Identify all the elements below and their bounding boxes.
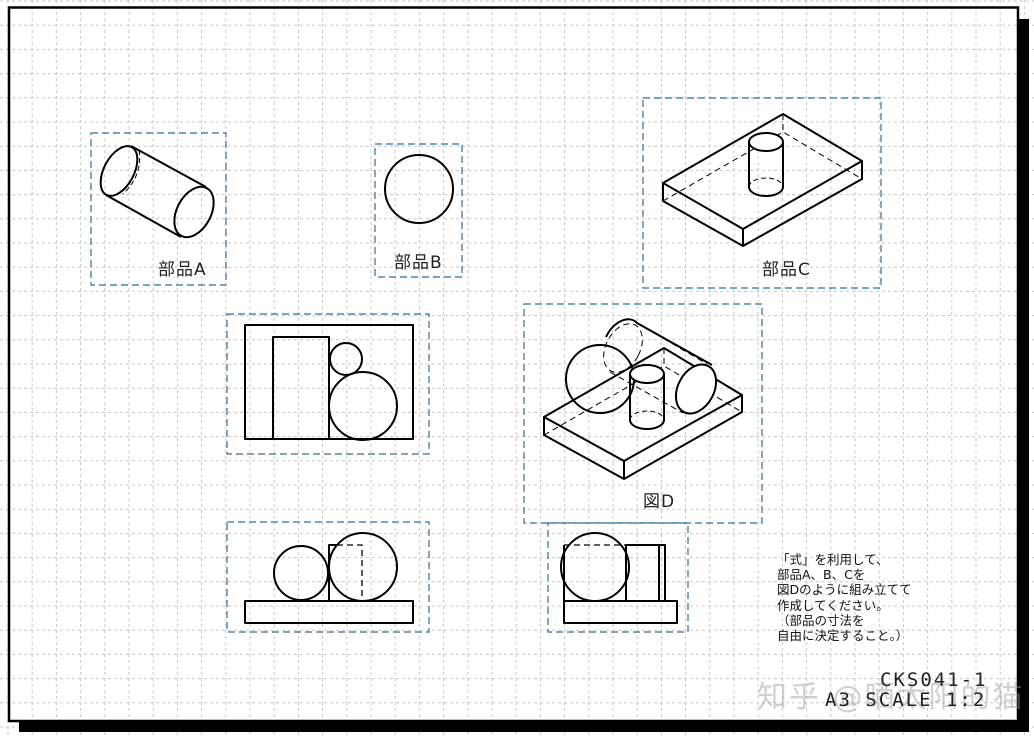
frame-side-view <box>547 522 689 633</box>
part-c-plate-cylinder <box>662 113 863 247</box>
frame-front-view <box>226 521 430 633</box>
instruction-note: 「式」を利用して、部品A、B、Cを図Dのように組み立てて作成してください。（部品… <box>777 552 912 643</box>
label-part-b: 部品B <box>394 253 443 273</box>
instruction-line: 「式」を利用して、 <box>777 552 889 567</box>
sheet-border <box>7 6 1020 723</box>
watermark: 知乎 @晒太阳的猫 <box>757 680 1025 715</box>
instruction-line: 作成してください。 <box>777 597 889 613</box>
instruction-line: 部品A、B、Cを <box>777 567 866 583</box>
label-figure-d: 図D <box>643 492 676 512</box>
label-part-c: 部品C <box>762 260 811 280</box>
figure-d-assembly <box>543 318 743 480</box>
frame-part-a <box>90 132 227 286</box>
top-view <box>244 324 414 441</box>
instruction-line: 図Dのように組み立てて <box>777 582 912 598</box>
instruction-line: 自由に決定すること。） <box>777 628 909 644</box>
frame-shadow-bottom <box>19 721 1029 732</box>
drawing-number: CKS041-1 <box>880 669 988 691</box>
part-b-sphere <box>384 154 454 224</box>
part-a-cylinder <box>99 145 215 239</box>
instruction-line: （部品の寸法を <box>777 612 865 628</box>
frame-top-view <box>226 313 430 455</box>
frame-part-c <box>642 97 882 289</box>
label-part-a: 部品A <box>158 260 207 280</box>
side-view <box>560 532 678 624</box>
sheet-scale: A3 SCALE 1:2 <box>825 689 987 711</box>
front-view <box>244 532 414 624</box>
frame-shadow-right <box>1018 19 1029 732</box>
